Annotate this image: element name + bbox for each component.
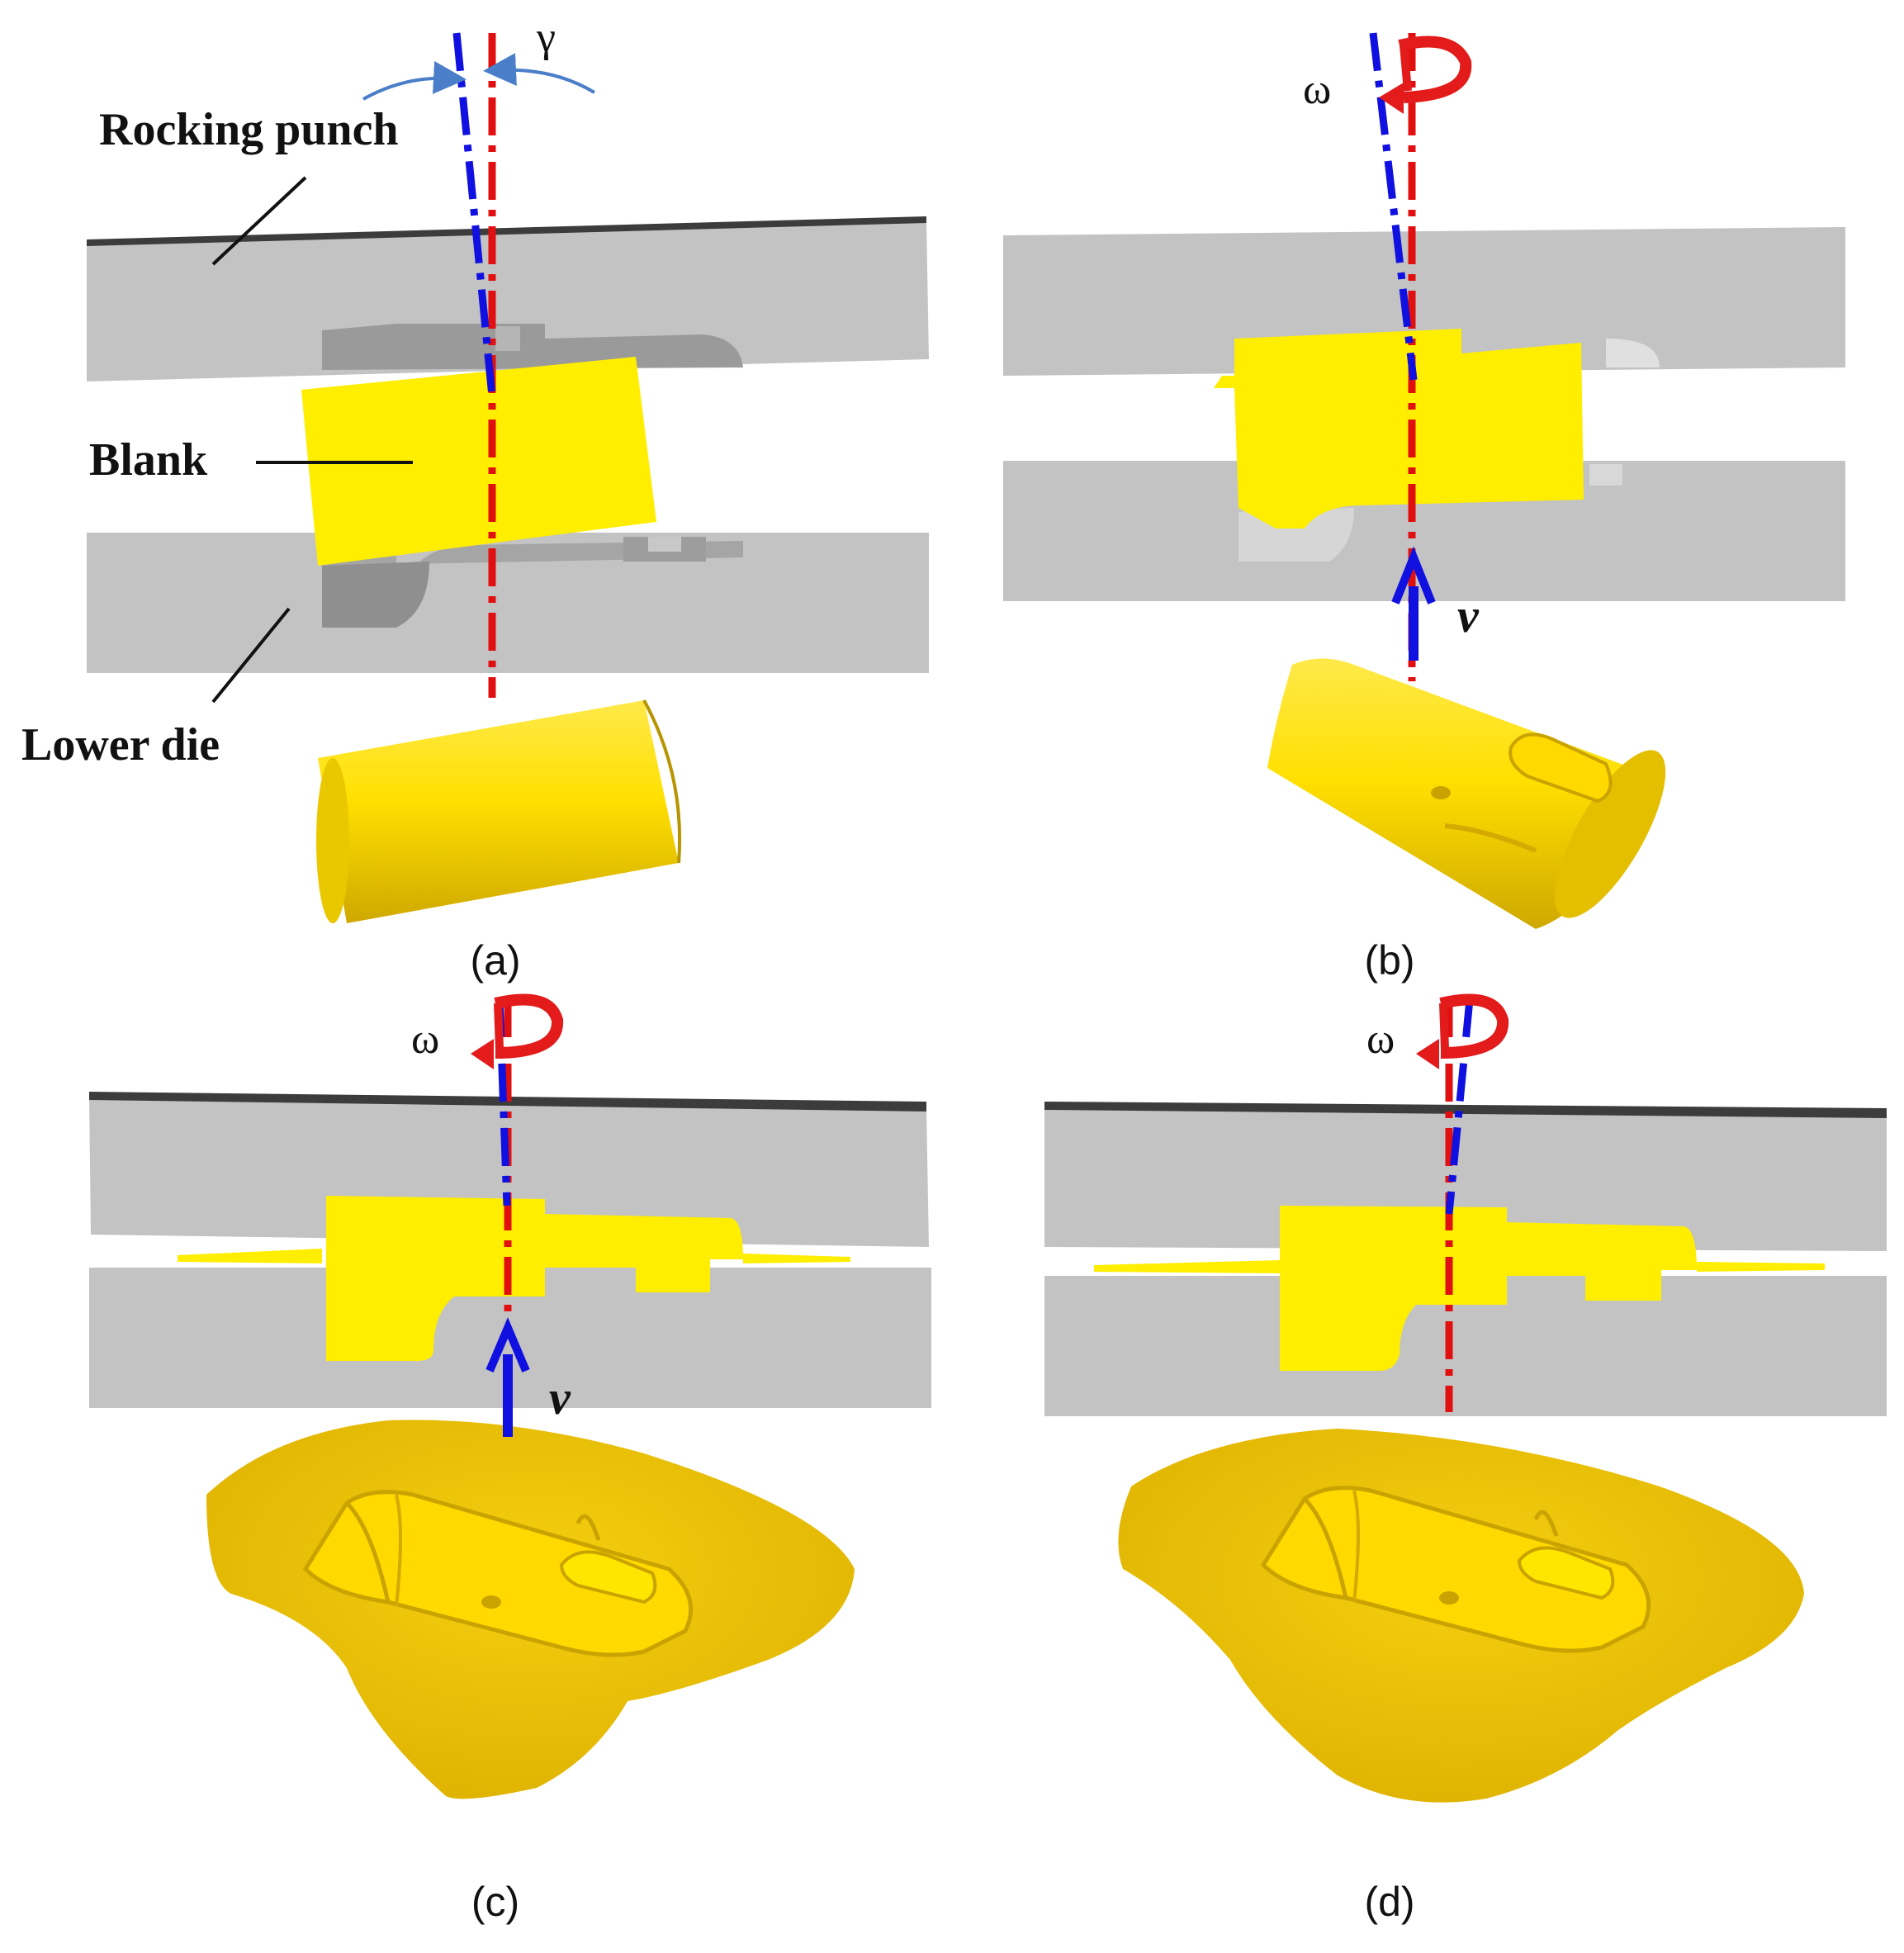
velocity-arrowhead [485,1317,530,1372]
punch-axis-blue [1369,32,1418,381]
caption-c: (c) [471,1879,519,1925]
panel-d: ω (d) [1044,993,1887,1925]
rotation-arrow-icon [471,993,564,1069]
rocking-punch-leader [211,176,307,266]
omega-symbol: ω [411,1016,439,1063]
rotation-arrow-icon [1379,36,1472,114]
blank-cylinder [1267,658,1666,929]
gamma-symbol: γ [536,14,556,61]
omega-symbol: ω [1366,1016,1395,1063]
velocity-arrowhead [1391,546,1436,604]
blank-section [1280,1206,1697,1371]
blank-section [1214,329,1584,529]
rocking-punch-die [1044,1102,1887,1251]
velocity-symbol: v [1457,589,1480,642]
punch-axis-blue [1445,998,1474,1215]
flash-left [178,1249,322,1263]
panel-b: ω v (b) [1003,32,1845,984]
forged-part [1118,1429,1804,1803]
blank-section [301,357,656,566]
forged-part [206,1420,855,1799]
lower-die-leader [211,607,291,704]
gamma-arrow-right [483,53,596,94]
blank-section [326,1196,743,1361]
caption-d: (d) [1364,1879,1414,1925]
caption-a: (a) [470,937,520,984]
flash-right [743,1254,850,1263]
panel-c: ω v (c) [89,993,931,1925]
lower-die [87,533,929,673]
blank-cylinder [316,699,682,923]
flash-right [1697,1262,1825,1272]
velocity-symbol: v [549,1371,571,1424]
flash-left [1094,1260,1280,1273]
rocking-punch-die [87,216,929,382]
blank-label: Blank [89,434,208,486]
punch-axis-blue [452,32,496,397]
omega-symbol: ω [1303,66,1331,113]
gamma-arrow-left [362,60,467,101]
lower-die [1003,461,1845,601]
rotation-arrow-icon [1416,993,1509,1069]
lower-die-label: Lower die [21,719,220,770]
panel-a: γ Rocking punch Blank Lower die (a) [21,14,929,984]
rocking-punch-die [1003,227,1845,376]
rocking-punch-label: Rocking punch [99,104,399,155]
caption-b: (b) [1364,937,1414,984]
